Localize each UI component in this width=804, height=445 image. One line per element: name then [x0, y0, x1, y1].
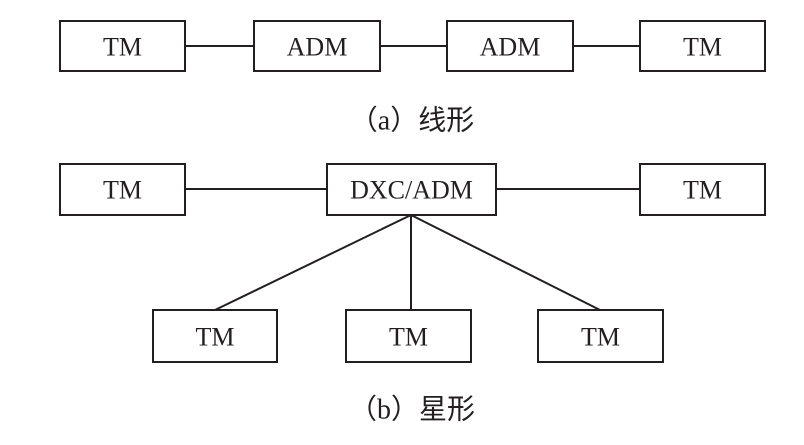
star-node-tm-bottom-middle: TM [345, 309, 472, 363]
star-node-tm-bottom-right: TM [537, 309, 664, 363]
link-hub-bottom-left [214, 214, 412, 311]
star-node-label: TM [196, 323, 235, 352]
star-caption: （b）星形 [349, 394, 475, 426]
linear-node-tm-left: TM [59, 20, 186, 72]
linear-topology: TM ADM ADM TM （a）线形 [59, 20, 766, 137]
star-hub-label: DXC/ADM [350, 176, 473, 205]
star-node-tm-bottom-left: TM [152, 309, 278, 363]
linear-node-label: ADM [287, 33, 348, 62]
star-node-label: TM [683, 176, 722, 205]
star-node-tm-left: TM [59, 163, 186, 216]
star-node-tm-right: TM [639, 163, 766, 216]
linear-node-label: TM [103, 33, 142, 62]
linear-node-adm-1: ADM [253, 20, 381, 72]
star-node-label: TM [581, 323, 620, 352]
link-hub-bottom-right [410, 214, 601, 311]
linear-node-label: TM [683, 33, 722, 62]
star-topology: TM DXC/ADM TM TM TM TM （b）星形 [59, 163, 766, 426]
linear-node-adm-2: ADM [446, 20, 574, 72]
linear-node-label: ADM [480, 33, 541, 62]
star-node-label: TM [103, 176, 142, 205]
star-node-label: TM [389, 323, 428, 352]
linear-node-tm-right: TM [639, 20, 766, 72]
linear-caption: （a）线形 [350, 105, 474, 137]
star-hub-dxc-adm: DXC/ADM [326, 163, 497, 216]
